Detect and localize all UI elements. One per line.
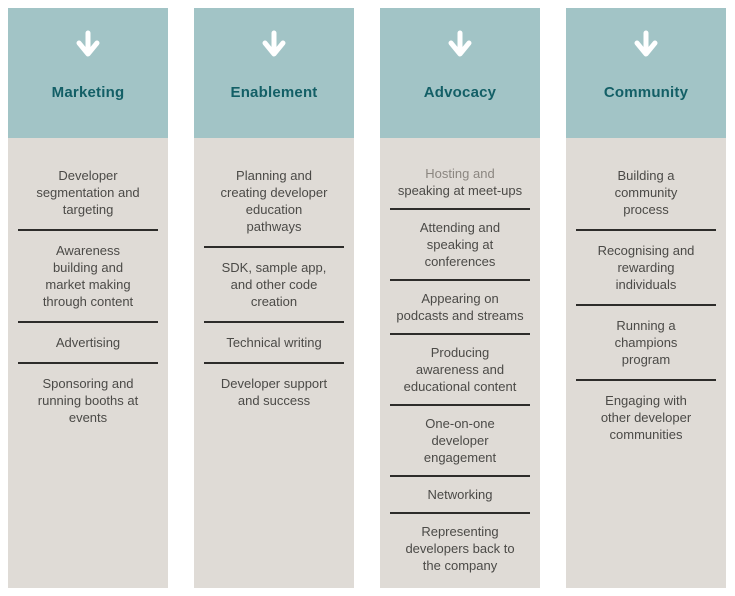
list-item-text: Networking — [427, 487, 493, 503]
divider — [576, 304, 716, 307]
list-item-text: Building a community process — [614, 168, 678, 218]
list-item: Representing developers back to the comp… — [390, 514, 530, 583]
list-item: Advertising — [18, 323, 158, 362]
column-enablement: Enablement Planning and creating develop… — [194, 8, 354, 588]
list-item: Building a community process — [576, 156, 716, 229]
column-body-advocacy: Hosting and speaking at meet-ups Attendi… — [380, 138, 540, 588]
list-item-text: Attending and speaking at conferences — [419, 220, 501, 270]
list-item: Planning and creating developer educatio… — [204, 156, 344, 246]
list-item-text: One-on-one developer engagement — [423, 416, 497, 466]
column-body-enablement: Planning and creating developer educatio… — [194, 138, 354, 588]
list-item-text-muted: Hosting and — [425, 166, 495, 181]
list-item-text: Sponsoring and running booths at events — [37, 376, 139, 426]
column-title: Enablement — [230, 84, 318, 101]
list-item: SDK, sample app, and other code creation — [204, 248, 344, 321]
column-body-marketing: Developer segmentation and targeting Awa… — [8, 138, 168, 588]
list-item: Developer support and success — [204, 364, 344, 420]
divider — [390, 279, 530, 282]
divider — [204, 246, 344, 249]
list-item: Recognising and rewarding individuals — [576, 231, 716, 304]
down-arrow-icon — [74, 30, 102, 58]
list-item-text: Planning and creating developer educatio… — [220, 168, 328, 235]
divider — [390, 475, 530, 478]
divider — [390, 208, 530, 211]
list-item: Attending and speaking at conferences — [390, 210, 530, 279]
list-item-text: Running a champions program — [614, 318, 678, 368]
column-header-marketing: Marketing — [8, 8, 168, 138]
divider — [390, 512, 530, 515]
list-item-text: Appearing on podcasts and streams — [396, 291, 524, 324]
divider — [204, 362, 344, 365]
divider — [576, 229, 716, 232]
divider — [390, 404, 530, 407]
list-item: Running a champions program — [576, 306, 716, 379]
down-arrow-icon — [632, 30, 660, 58]
list-item: Technical writing — [204, 323, 344, 362]
column-community: Community Building a community process R… — [566, 8, 726, 588]
list-item: One-on-one developer engagement — [390, 406, 530, 475]
list-item: Engaging with other developer communitie… — [576, 381, 716, 454]
divider — [18, 321, 158, 324]
list-item: Networking — [390, 477, 530, 512]
divider — [576, 379, 716, 382]
divider — [204, 321, 344, 324]
list-item: Hosting and speaking at meet-ups — [390, 156, 530, 208]
column-header-community: Community — [566, 8, 726, 138]
divider — [18, 229, 158, 232]
column-title: Community — [603, 84, 689, 101]
list-item: Sponsoring and running booths at events — [18, 364, 158, 437]
column-marketing: Marketing Developer segmentation and tar… — [8, 8, 168, 588]
list-item-text: Awareness building and market making thr… — [42, 243, 134, 310]
divider — [18, 362, 158, 365]
column-title: Advocacy — [423, 84, 497, 101]
list-item: Developer segmentation and targeting — [18, 156, 158, 229]
column-header-enablement: Enablement — [194, 8, 354, 138]
list-item-text: Engaging with other developer communitie… — [600, 393, 692, 443]
list-item-text: Representing developers back to the comp… — [405, 524, 515, 574]
list-item-text: Producing awareness and educational cont… — [403, 345, 517, 395]
column-body-community: Building a community process Recognising… — [566, 138, 726, 588]
list-item: Awareness building and market making thr… — [18, 231, 158, 321]
list-item: Producing awareness and educational cont… — [390, 335, 530, 404]
down-arrow-icon — [260, 30, 288, 58]
list-item-text: Recognising and rewarding individuals — [597, 243, 695, 293]
list-item-text: SDK, sample app, and other code creation — [221, 260, 327, 310]
list-item-text: Developer segmentation and targeting — [36, 168, 140, 218]
list-item-text: Technical writing — [226, 335, 322, 351]
column-advocacy: Advocacy Hosting and speaking at meet-up… — [380, 8, 540, 588]
column-title: Marketing — [51, 84, 125, 101]
down-arrow-icon — [446, 30, 474, 58]
list-item-text: Advertising — [55, 335, 121, 351]
list-item-text: Developer support and success — [220, 376, 328, 409]
list-item: Appearing on podcasts and streams — [390, 281, 530, 333]
list-item-text: speaking at meet-ups — [397, 183, 523, 199]
divider — [390, 333, 530, 336]
column-header-advocacy: Advocacy — [380, 8, 540, 138]
